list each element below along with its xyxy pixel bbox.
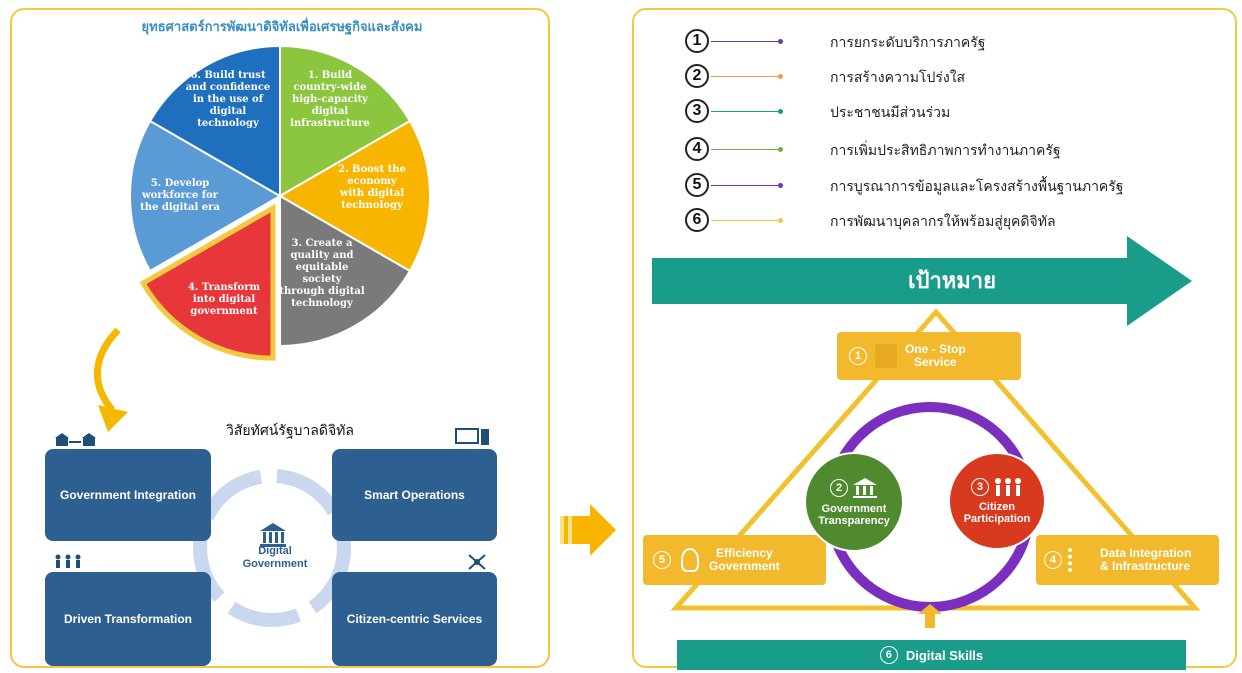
legend-row: 3 [685, 98, 783, 124]
center-line-2: Government [242, 558, 308, 570]
legend-number: 3 [685, 99, 709, 123]
transparency-head: 2 [830, 477, 878, 499]
legend-label: การบูรณาการข้อมูลและโครงสร้างพื้นฐานภาคร… [830, 179, 1124, 195]
monitor-icon [455, 428, 491, 446]
legend-dot [778, 108, 783, 114]
building-link-icon [55, 432, 97, 446]
data-line1: Data Integration [1100, 546, 1192, 560]
legend-label: การยกระดับบริการภาครัฐ [830, 35, 986, 51]
legend-number: 4 [685, 137, 709, 161]
citizen-participation-circle: 3 Citizen Participation [948, 452, 1046, 550]
goal-label: เป้าหมาย [907, 269, 997, 294]
digital-government-center: Digital Government [225, 545, 325, 571]
digital-skills-bar: 6 Digital Skills [677, 640, 1186, 670]
one-stop-num: 1 [849, 347, 867, 365]
network-icon [467, 553, 487, 571]
legend-dot [778, 38, 783, 44]
legend-number: 5 [685, 173, 709, 197]
goal-banner: เป้าหมาย [652, 236, 1197, 326]
legend-number: 1 [685, 29, 709, 53]
data-line2: & Infrastructure [1100, 559, 1191, 573]
legend-connector [711, 73, 783, 79]
people-icon [53, 553, 83, 568]
legend-connector [711, 182, 783, 188]
legend-row: 4 [685, 136, 783, 162]
data-text: Data Integration & Infrastructure [1100, 547, 1191, 573]
one-stop-line2: Service [913, 355, 957, 369]
legend-number: 6 [685, 208, 709, 232]
service-hand-icon [875, 344, 897, 368]
efficiency-government-tag: 5 Efficiency Government [643, 535, 826, 585]
one-stop-line1: One - Stop [905, 342, 966, 356]
smart-operations-box: Smart Operations [332, 449, 497, 541]
one-stop-text: One - Stop Service [905, 343, 966, 369]
center-line-1: Digital [258, 545, 292, 557]
legend-label: การเพิ่มประสิทธิภาพการทำงานภาครัฐ [830, 143, 1061, 159]
skills-num: 6 [879, 646, 898, 664]
participation-num: 3 [971, 478, 989, 496]
participation-people-icon [995, 478, 1021, 496]
legend-dot [778, 146, 783, 152]
legend-label: การสร้างความโปร่งใส [830, 70, 966, 86]
participation-line1: Citizen [978, 501, 1016, 513]
legend-connector [711, 38, 783, 44]
legend-number: 2 [685, 64, 709, 88]
skills-label: Digital Skills [905, 647, 984, 663]
participation-head: 3 [971, 477, 1023, 497]
citizen-centric-services-box: Citizen-centric Services [332, 572, 497, 666]
transparency-line1: Government [821, 503, 887, 515]
government-integration-box: Government Integration [45, 449, 211, 541]
legend-connector [711, 217, 783, 223]
legend-dot [778, 217, 783, 223]
data-num: 4 [1044, 551, 1062, 569]
transparency-building-icon [853, 478, 877, 498]
legend-row: 6 [685, 207, 783, 233]
one-stop-service-tag: 1 One - Stop Service [837, 332, 1021, 380]
legend-row: 5 [685, 172, 783, 198]
transparency-num: 2 [830, 479, 848, 497]
strategy-title: ยุทธศาสตร์การพัฒนาดิจิทัลเพื่อเศรษฐกิจแล… [141, 20, 423, 35]
driven-transformation-box: Driven Transformation [45, 572, 211, 666]
efficiency-num: 5 [653, 551, 671, 569]
efficiency-text: Efficiency Government [709, 547, 780, 573]
transparency-line2: Transparency [818, 515, 890, 527]
legend-dot [778, 182, 783, 188]
legend-connector [711, 108, 783, 114]
legend-label: ประชาชนมีส่วนร่วม [830, 105, 951, 121]
government-transparency-circle: 2 Government Transparency [804, 452, 904, 552]
government-building-icon [258, 522, 288, 548]
legend-row: 2 [685, 63, 783, 89]
efficiency-line1: Efficiency [715, 546, 773, 560]
participation-line2: Participation [963, 513, 1031, 525]
data-integration-tag: 4 Data Integration & Infrastructure [1036, 535, 1219, 585]
vision-title: วิสัยทัศน์รัฐบาลดิจิทัล [226, 423, 354, 439]
lightbulb-icon [681, 548, 699, 572]
legend-connector [711, 146, 783, 152]
data-people-icon [1068, 548, 1094, 572]
efficiency-line2: Government [709, 559, 780, 573]
legend-label: การพัฒนาบุคลากรให้พร้อมสู่ยุคดิจิทัล [830, 214, 1056, 230]
legend-dot [778, 73, 783, 79]
right-arrow-icon [556, 502, 618, 558]
legend-row: 1 [685, 28, 783, 54]
